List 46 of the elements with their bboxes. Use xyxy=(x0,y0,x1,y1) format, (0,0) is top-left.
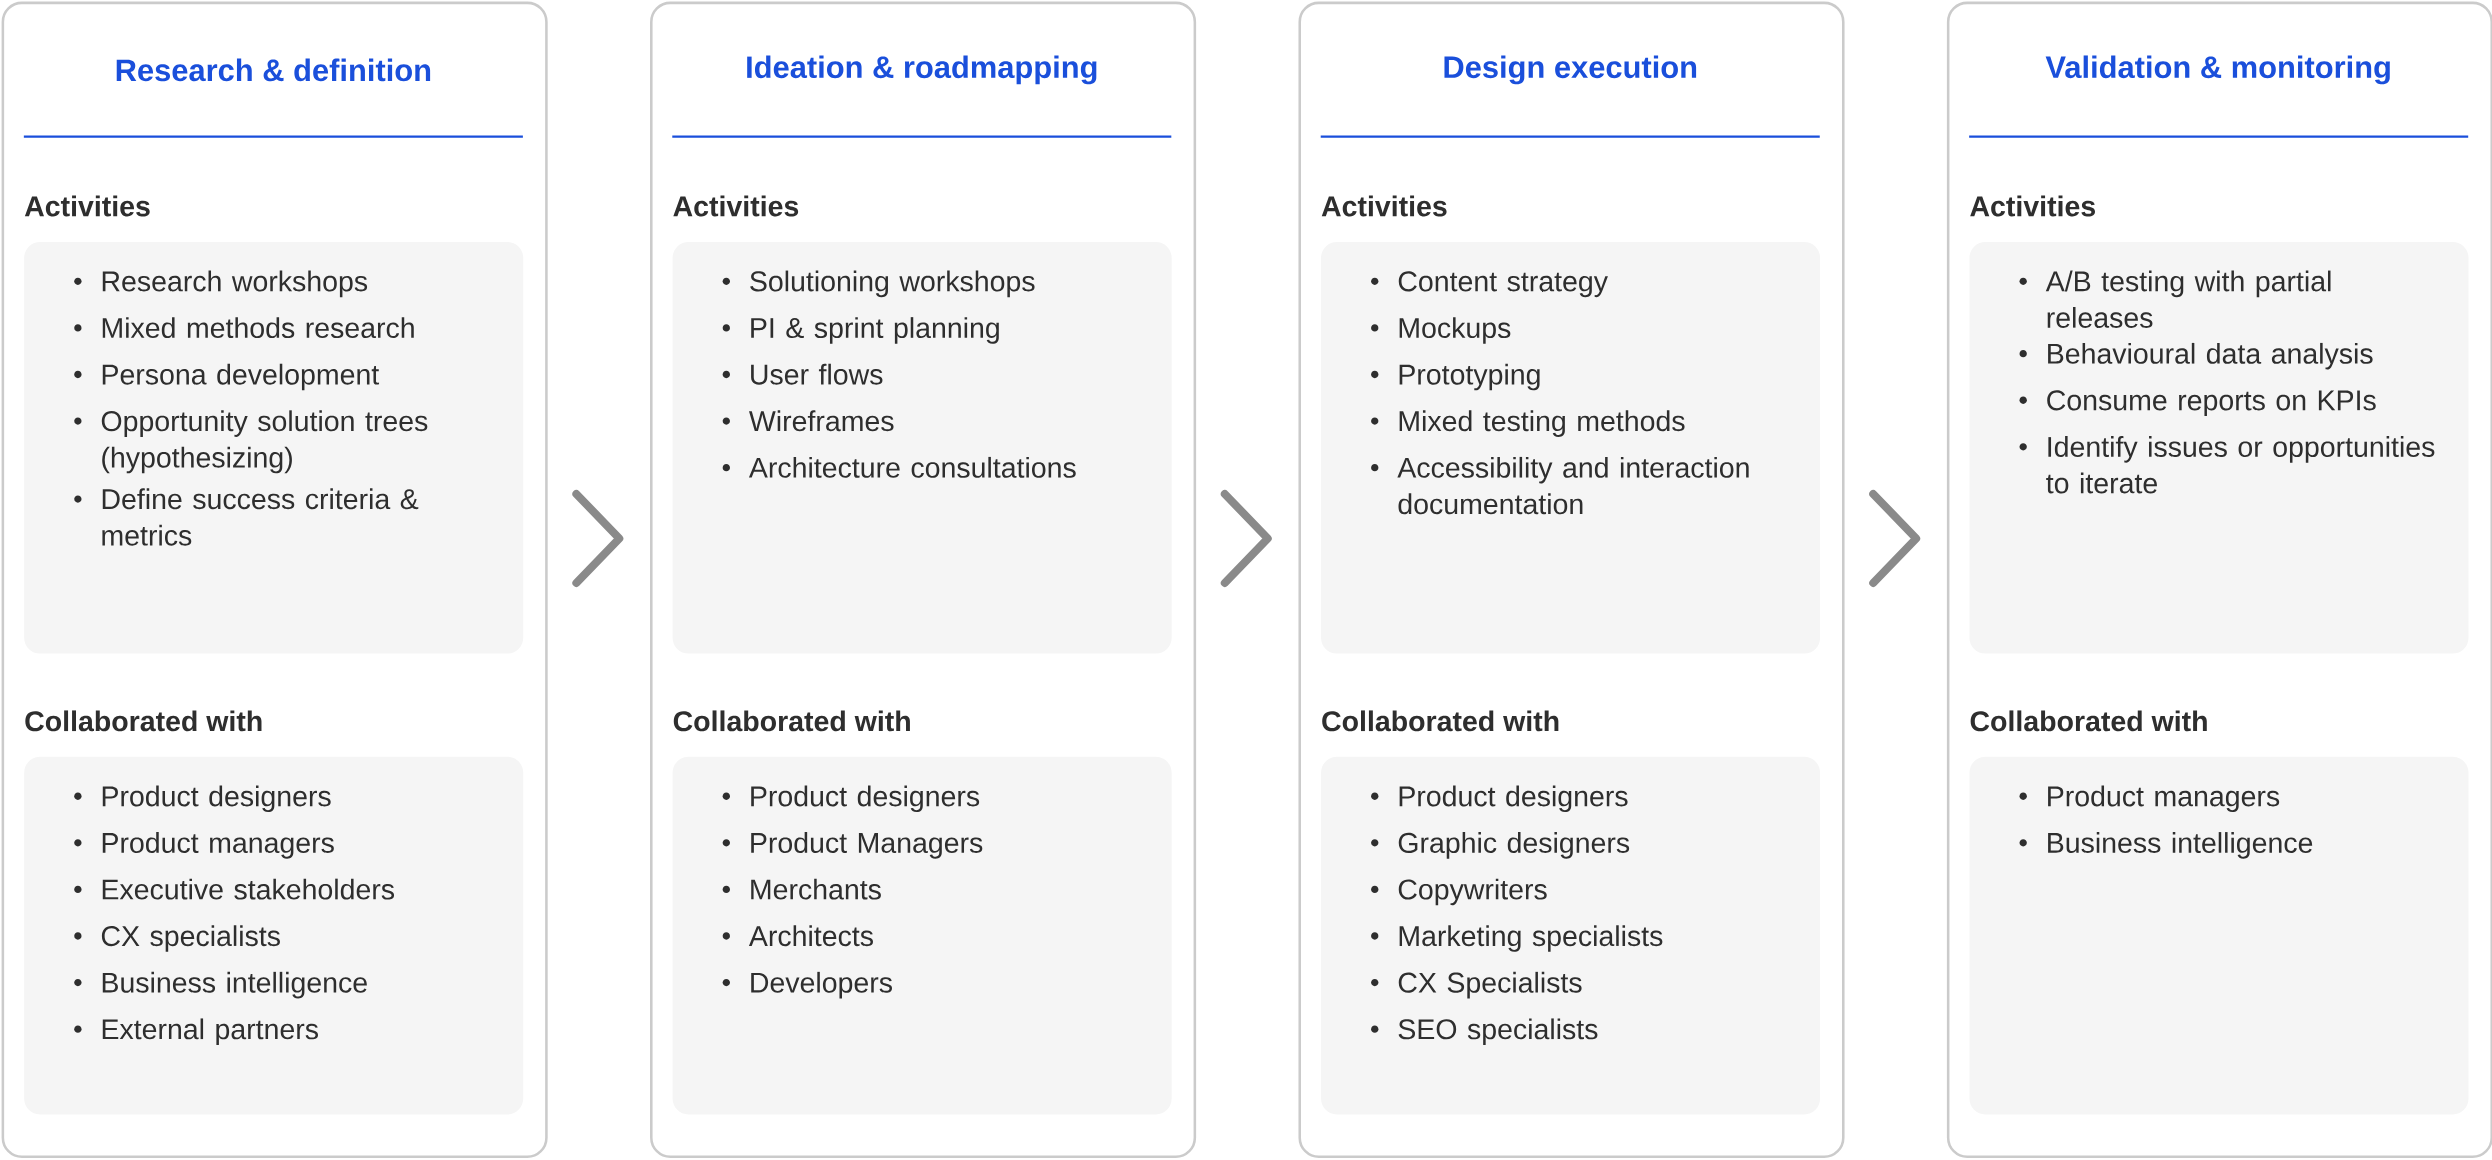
list-item: Solutioning workshops xyxy=(722,270,1035,298)
list-item: Copywriters xyxy=(1371,878,1547,906)
list-item: Identify issues or opportunities to iterate xyxy=(2019,436,2435,494)
list-item: Architecture consultations xyxy=(722,456,1076,478)
section-heading: Activities xyxy=(24,195,150,217)
list-item: Executive stakeholders xyxy=(74,878,395,900)
list-item: Wireframes xyxy=(722,410,894,432)
list-item: Business intelligence xyxy=(2019,832,2313,859)
section-heading: Collaborated with xyxy=(1322,710,1559,732)
section-heading: Collaborated with xyxy=(673,710,910,732)
list-item: Define success criteria & metrics xyxy=(74,488,419,546)
list-item: CX Specialists xyxy=(1371,971,1582,999)
list-item: Consume reports on KPIs xyxy=(2019,390,2376,416)
list-item: Business intelligence xyxy=(74,971,367,999)
section-heading: Activities xyxy=(1321,195,1447,217)
list-item: Marketing specialists xyxy=(1371,925,1663,952)
section-heading: Collaborated with xyxy=(1970,710,2207,732)
list-item: Research workshops xyxy=(74,270,368,298)
list-item: Persona development xyxy=(74,363,380,391)
list-item: Product managers xyxy=(2019,785,2280,812)
list-item: Architects xyxy=(722,925,873,947)
list-item: Accessibility and interaction documentation xyxy=(1371,456,1749,515)
list-item: CX specialists xyxy=(74,925,280,952)
list-item: Mixed testing methods xyxy=(1371,410,1685,437)
list-item: Merchants xyxy=(722,878,881,900)
list-item: PI & sprint planning xyxy=(722,317,999,344)
list-item: A/B testing with partial releases xyxy=(2019,270,2331,328)
list-item: User flows xyxy=(722,363,883,385)
list-item: Product Managers xyxy=(722,832,983,859)
list-item: Product designers xyxy=(722,785,980,812)
list-item: Opportunity solution trees (hypothesizing) xyxy=(74,410,428,474)
section-heading: Activities xyxy=(1970,195,2095,217)
list-item: Mixed methods research xyxy=(74,317,414,338)
list-item: Behavioural data analysis xyxy=(2019,342,2373,370)
list-item: Product designers xyxy=(74,785,331,812)
section-heading: Activities xyxy=(673,195,799,217)
list-item: Prototyping xyxy=(1371,363,1540,391)
list-item: SEO specialists xyxy=(1371,1018,1598,1045)
list-item: External partners xyxy=(74,1018,318,1045)
list-item: Developers xyxy=(722,971,892,999)
section-heading: Collaborated with xyxy=(25,710,262,732)
list-item: Product managers xyxy=(74,832,334,859)
list-item: Graphic designers xyxy=(1371,832,1630,859)
list-item: Product designers xyxy=(1371,785,1628,812)
list-item: Content strategy xyxy=(1371,271,1608,298)
list-item: Mockups xyxy=(1371,317,1511,344)
